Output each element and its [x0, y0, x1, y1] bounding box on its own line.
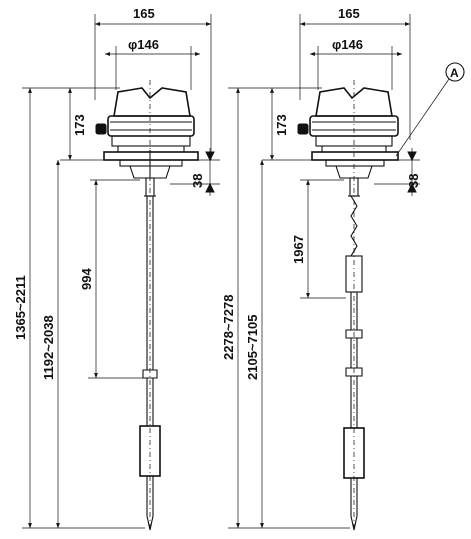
left-insert-dimension: 994 — [79, 179, 143, 379]
callout-a: A — [395, 62, 465, 157]
left-view: 165 φ146 — [13, 6, 220, 531]
left-diameter-value: φ146 — [128, 37, 159, 52]
right-flange — [311, 151, 399, 161]
left-width-value: 165 — [133, 6, 155, 21]
left-head-dimension: 173 — [60, 87, 120, 161]
left-flange — [103, 151, 199, 161]
right-flange-dimension: 38 — [374, 148, 421, 196]
left-total-dimension: 1365~2211 — [13, 87, 145, 529]
right-total-value: 2278~7278 — [221, 295, 236, 360]
left-probe — [139, 80, 161, 531]
left-float — [139, 425, 161, 477]
callout-a-label: A — [450, 66, 459, 80]
right-width-value: 165 — [338, 6, 360, 21]
right-total-dimension: 2278~7278 — [221, 87, 350, 529]
left-head-value: 173 — [72, 114, 87, 136]
left-flange-dimension: 38 — [170, 148, 220, 196]
right-housing — [297, 87, 399, 179]
left-length-dimension: 1192~2038 — [41, 160, 60, 528]
right-width-dimension: 165 — [299, 6, 411, 140]
right-float — [343, 427, 365, 479]
left-flange-value: 38 — [190, 174, 205, 188]
right-view: 165 φ146 A — [221, 6, 465, 531]
right-probe — [343, 80, 365, 531]
right-head-value: 173 — [274, 114, 289, 136]
right-insert-value: 1967 — [291, 235, 306, 264]
left-insert-value: 994 — [79, 268, 94, 290]
left-diameter-dimension: φ146 — [105, 37, 200, 90]
right-diameter-value: φ146 — [332, 37, 363, 52]
left-housing — [95, 87, 199, 179]
right-cable-gland-icon — [297, 123, 309, 135]
right-diameter-dimension: φ146 — [310, 37, 402, 90]
left-total-value: 1365~2211 — [13, 275, 28, 340]
left-cable-gland-icon — [95, 123, 107, 135]
right-flange-value: 38 — [406, 174, 421, 188]
left-width-dimension: 165 — [94, 6, 212, 160]
left-length-value: 1192~2038 — [41, 315, 56, 380]
right-head-dimension: 173 — [262, 87, 322, 161]
right-length-value: 2105~7105 — [245, 315, 260, 380]
right-length-dimension: 2105~7105 — [245, 160, 264, 528]
right-insert-dimension: 1967 — [291, 179, 346, 299]
